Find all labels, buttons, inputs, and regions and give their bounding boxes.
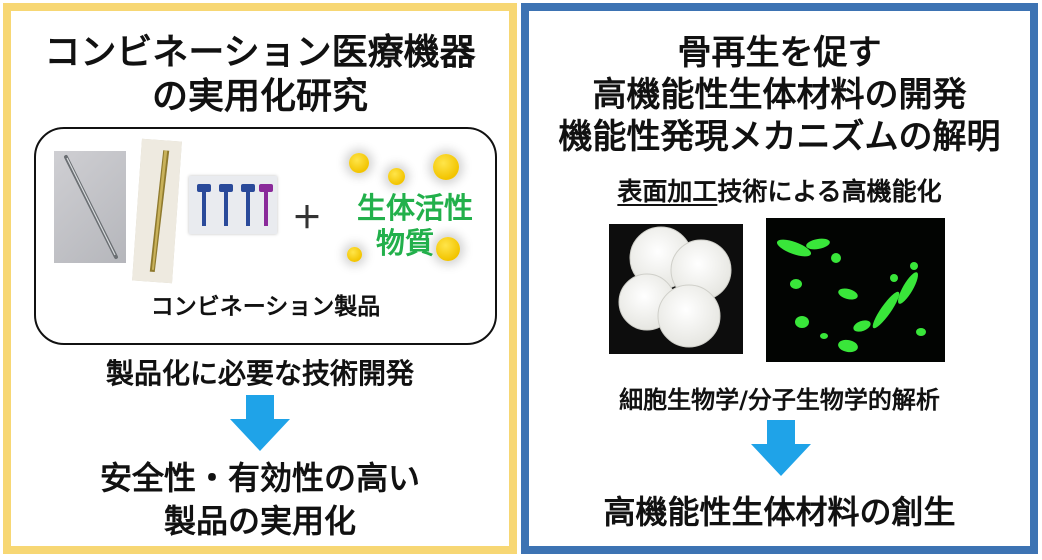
result-line2: 製品の実用化 bbox=[163, 502, 356, 540]
gold-screw-photo bbox=[132, 138, 182, 284]
surface-processing-underlined: 表面加工 bbox=[617, 177, 718, 206]
bioactive-particle bbox=[349, 153, 369, 173]
left-panel: コンビネーション医療機器 の実用化研究 bbox=[3, 3, 517, 554]
right-result-text: 高機能性生体材料の創生 bbox=[603, 493, 956, 531]
down-arrow-icon bbox=[749, 420, 813, 478]
left-title-line1: コンビネーション医療機器 bbox=[44, 32, 476, 73]
bioactive-particle bbox=[436, 237, 460, 261]
surface-technology-rest: 技術による高機能化 bbox=[717, 177, 942, 206]
bioactive-particle bbox=[388, 168, 405, 185]
required-technology-text: 製品化に必要な技術開発 bbox=[105, 357, 414, 390]
surface-technology-text: 表面加工技術による高機能化 bbox=[529, 172, 1030, 208]
combination-products-box: ＋ 生体活性 物質 コンビネーション製品 bbox=[34, 127, 497, 345]
colored-screws-photo bbox=[189, 176, 277, 234]
fluorescent-cells-photo bbox=[766, 218, 945, 362]
result-line1: 安全性・有効性の高い bbox=[99, 459, 420, 497]
bioactive-particle bbox=[347, 247, 362, 262]
surgical-rod-photo bbox=[54, 151, 126, 263]
right-title-line2: 高機能性生体材料の開発 bbox=[592, 75, 967, 115]
left-title-line2: の実用化研究 bbox=[151, 76, 368, 117]
plus-sign: ＋ bbox=[292, 201, 322, 236]
bioactive-label-line2: 物質 bbox=[375, 226, 434, 260]
combination-products-caption: コンビネーション製品 bbox=[150, 294, 381, 320]
right-panel: 骨再生を促す 高機能性生体材料の開発 機能性発現メカニズムの解明 表面加工技術に… bbox=[521, 3, 1038, 554]
material-discs-photo bbox=[609, 224, 743, 354]
right-title-line3: 機能性発現メカニズムの解明 bbox=[558, 117, 1001, 157]
analysis-text: 細胞生物学/分子生物学的解析 bbox=[619, 386, 940, 414]
right-title-line1: 骨再生を促す bbox=[677, 33, 882, 73]
down-arrow-icon bbox=[228, 395, 292, 453]
bioactive-label-line1: 生体活性 bbox=[356, 191, 473, 225]
bioactive-particle bbox=[433, 154, 459, 180]
